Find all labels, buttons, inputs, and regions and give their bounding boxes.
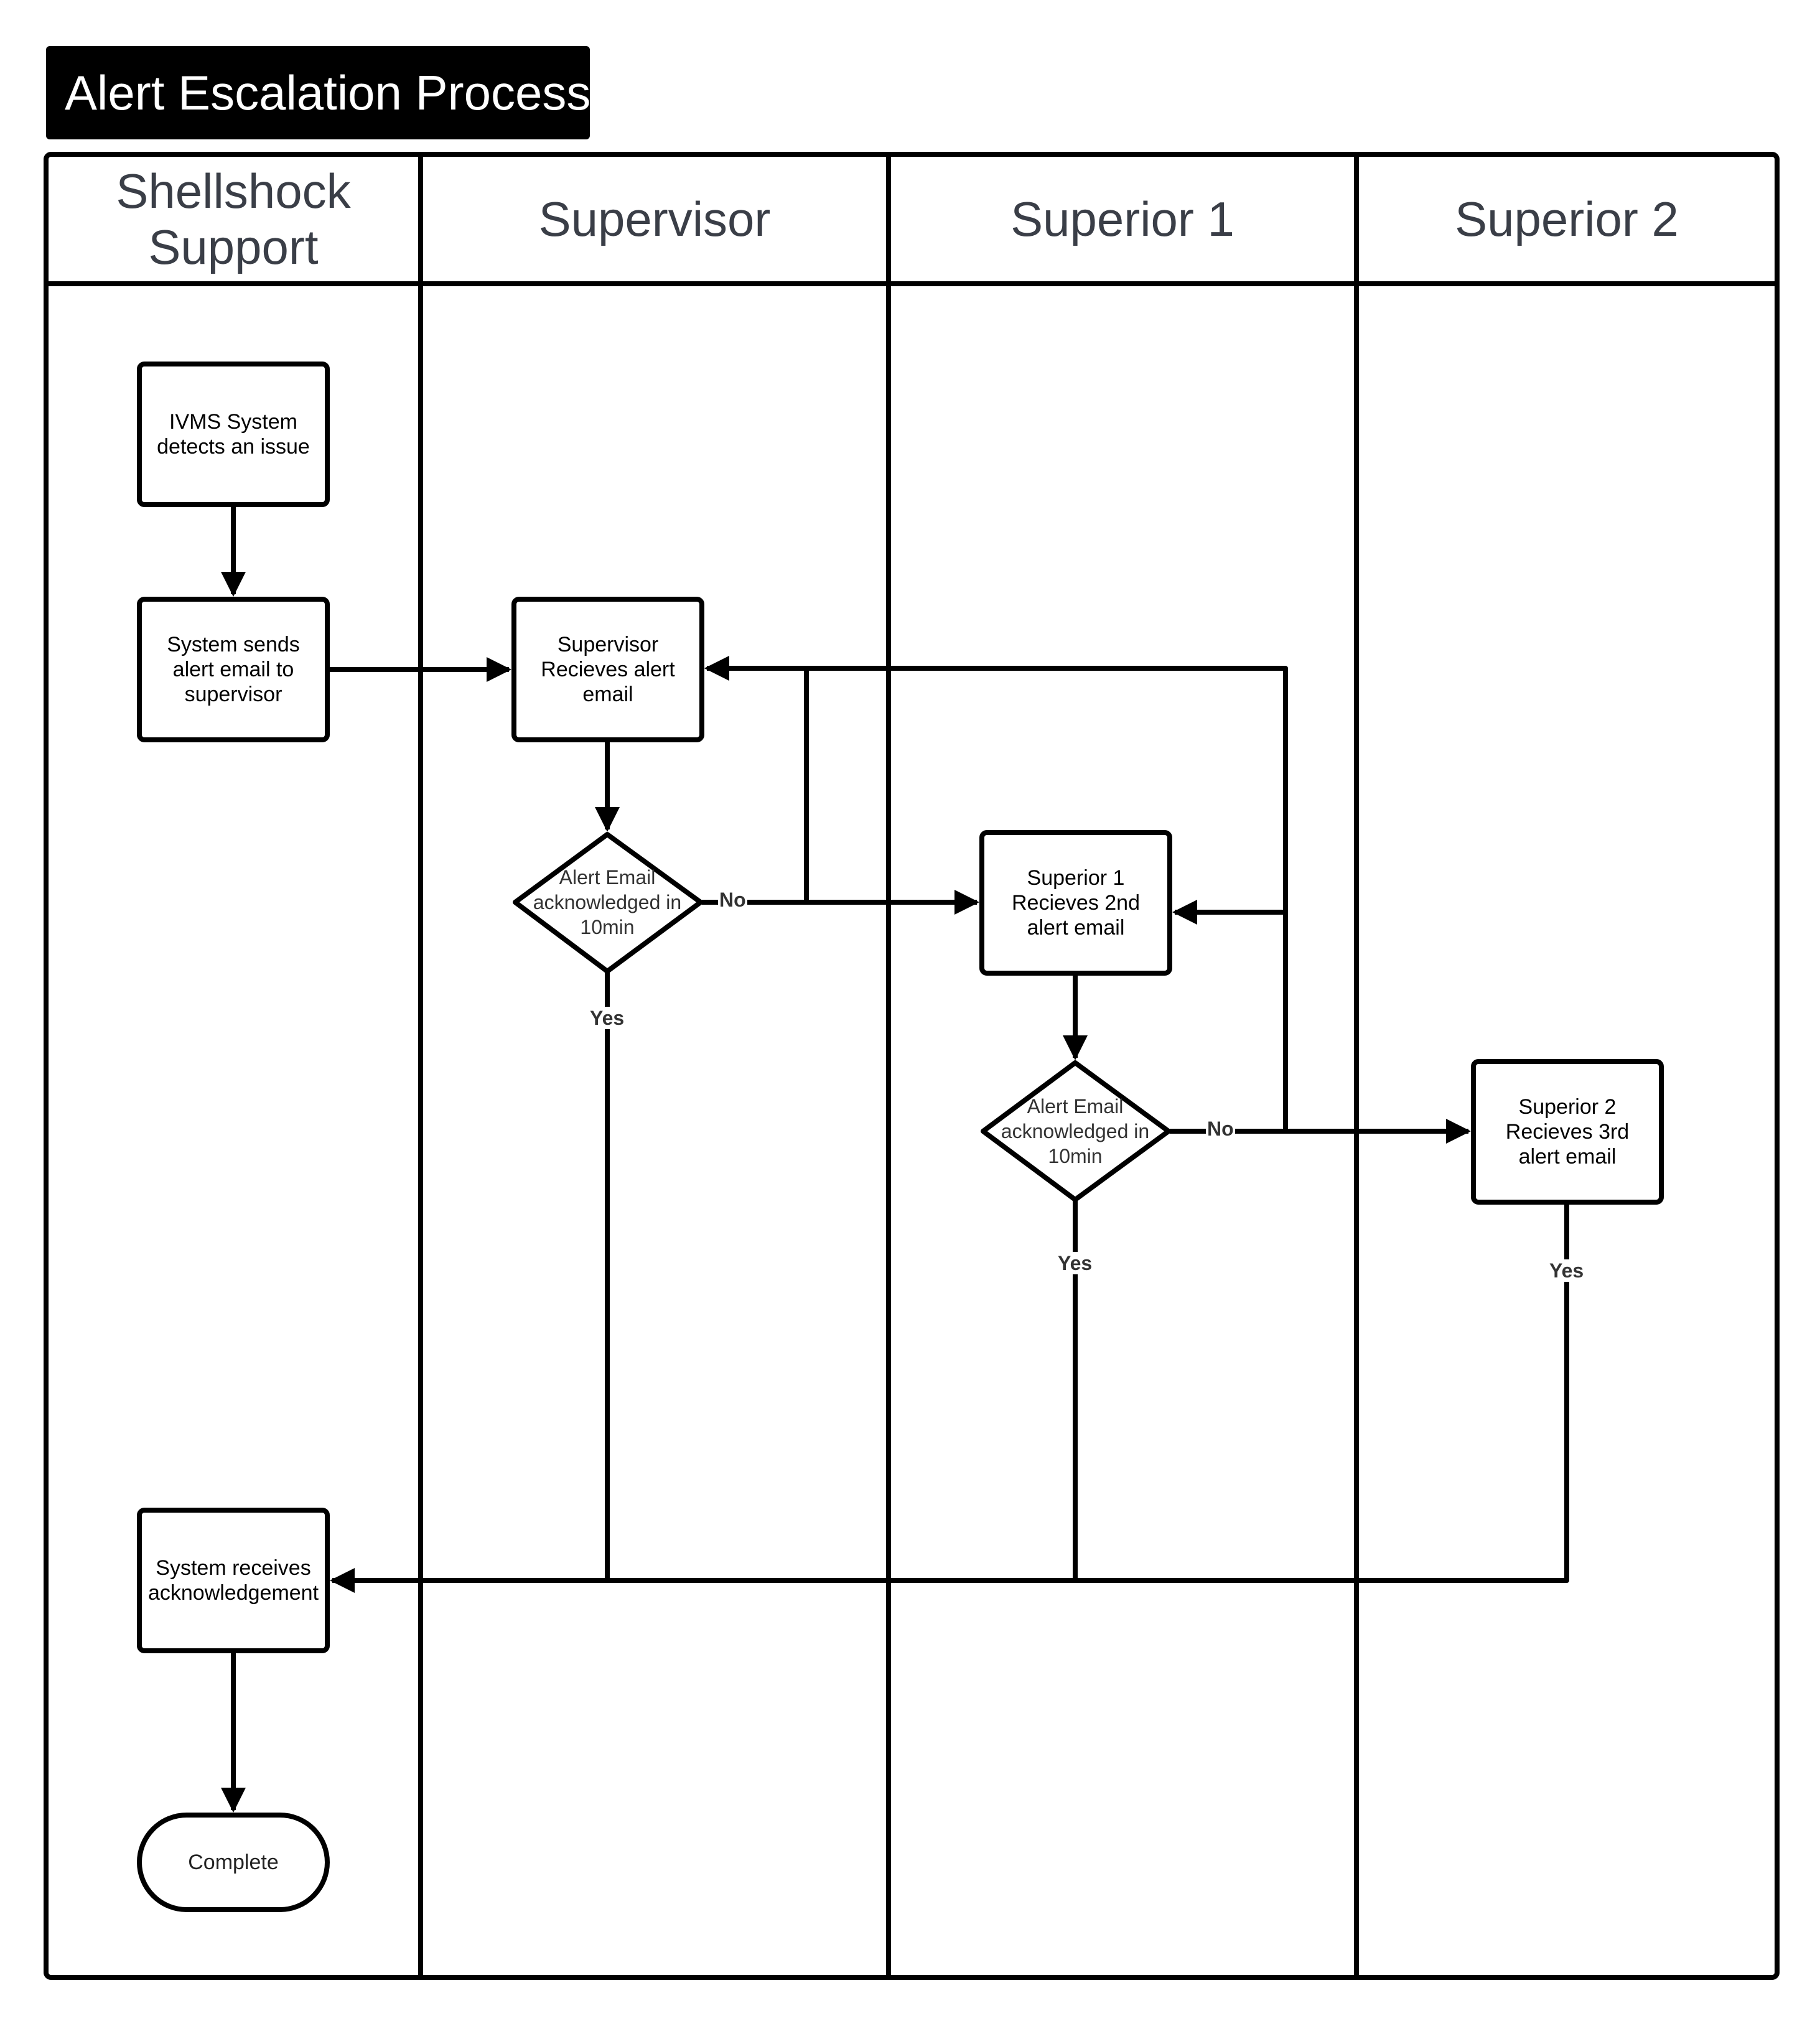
label-decision2-yes: Yes xyxy=(1057,1252,1094,1274)
complete-terminal xyxy=(137,1813,330,1912)
lane-header-superior-1: Superior 1 xyxy=(1010,192,1234,246)
edge-return-supervisor-short xyxy=(704,656,809,902)
supervisor-receive-box xyxy=(511,597,704,742)
node-superior2-receives: Superior 2 Recieves 3rd alert email xyxy=(1505,1095,1630,1169)
ack-box xyxy=(137,1508,330,1653)
edge-return-supervisor-long xyxy=(704,656,1288,1131)
node-supervisor-receives: Supervisor Recieves alert email xyxy=(541,633,675,706)
send-box xyxy=(137,597,330,742)
superior2-receive-box xyxy=(1471,1059,1664,1205)
lane-header-shellshock-support: Shellshock Support xyxy=(116,164,351,274)
title-banner: Alert Escalation Process xyxy=(46,46,590,139)
label-superior2-yes: Yes xyxy=(1548,1259,1585,1282)
node-complete: Complete xyxy=(188,1851,279,1874)
node-detect-issue: IVMS System detects an issue xyxy=(157,410,310,459)
superior1-receive-box xyxy=(979,830,1172,976)
lane-header-superior-2: Superior 2 xyxy=(1455,192,1679,246)
label-decision2-no: No xyxy=(1206,1118,1235,1140)
node-system-receives-ack: System receives acknowledgement xyxy=(147,1556,319,1605)
node-decision-2: Alert Email acknowledged in 10min xyxy=(1001,1095,1150,1167)
node-send-alert: System sends alert email to supervisor xyxy=(167,633,300,706)
edge-decision2-yes xyxy=(607,1201,1078,1583)
node-superior1-receives: Superior 1 Recieves 2nd alert email xyxy=(1011,866,1140,940)
decision1-diamond xyxy=(513,832,703,974)
detect-box xyxy=(137,362,330,507)
label-decision1-yes: Yes xyxy=(589,1007,626,1029)
swimlane-frame xyxy=(44,152,1780,1980)
decision2-diamond xyxy=(981,1060,1171,1202)
edge-superior2-yes xyxy=(1075,1203,1569,1583)
edge-decision1-yes xyxy=(330,973,610,1593)
diagram-title: Alert Escalation Process xyxy=(65,65,591,120)
label-decision1-no: No xyxy=(718,889,747,911)
lane-header-supervisor: Supervisor xyxy=(538,192,771,246)
node-decision-1: Alert Email acknowledged in 10min xyxy=(533,866,682,938)
